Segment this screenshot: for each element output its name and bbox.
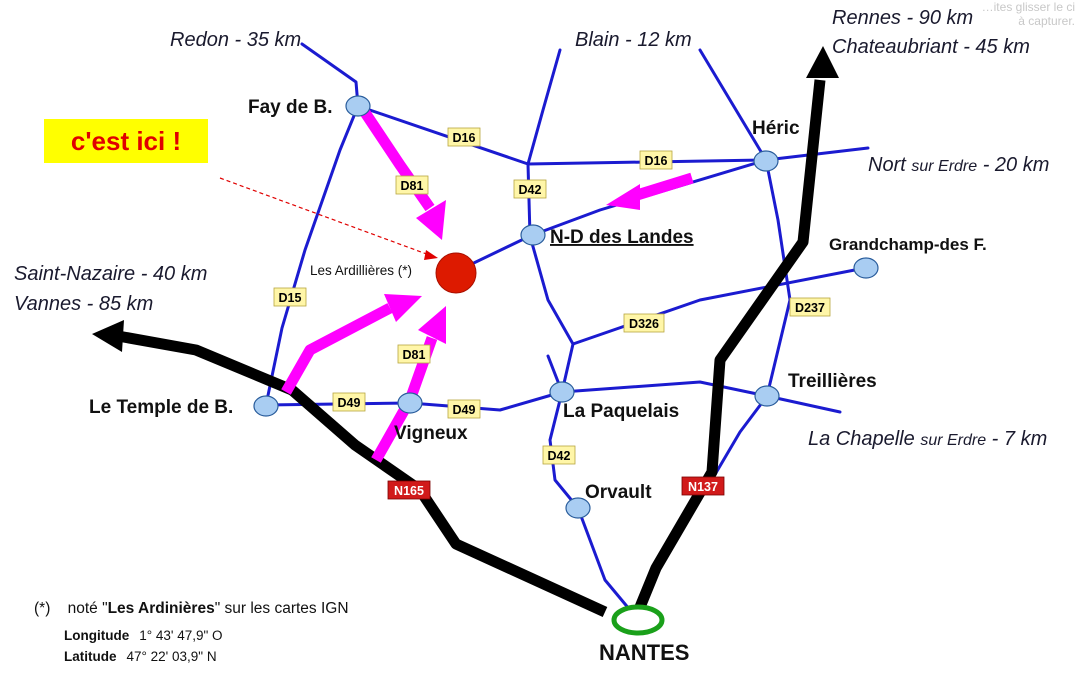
city-marker-nd-landes[interactable]: [520, 224, 546, 246]
city-markers: [253, 95, 879, 519]
latitude-row: Latitude 47° 22' 03,9" N: [64, 649, 217, 664]
latitude-value: 47° 22' 03,9" N: [126, 649, 217, 664]
destination-rennes: Rennes - 90 km: [832, 7, 973, 29]
road-label-n165: N165: [394, 484, 424, 498]
city-marker-heric[interactable]: [753, 150, 779, 172]
callout-pointer-tip: [424, 250, 438, 260]
footnote-text-b: " sur les cartes IGN: [214, 600, 349, 617]
footnote-name: Les Ardinières: [107, 600, 215, 617]
road-label-d16-west: D16: [453, 131, 476, 145]
city-marker-vigneux[interactable]: [397, 392, 423, 414]
footnote-marker: (*): [34, 600, 51, 617]
site-marker[interactable]: [435, 252, 477, 294]
town-heric: Héric: [752, 118, 800, 139]
town-nantes: NANTES: [599, 640, 690, 665]
town-temple: Le Temple de B.: [89, 397, 233, 418]
road-label-n137: N137: [688, 480, 718, 494]
watermark-line-1: …ites glisser le ci: [981, 0, 1075, 14]
road-label-d49-west: D49: [338, 396, 361, 410]
destination-blain: Blain - 12 km: [575, 29, 692, 51]
city-marker-treillieres[interactable]: [754, 385, 780, 407]
town-paquelais: La Paquelais: [563, 401, 679, 422]
town-nd-landes: N-D des Landes: [550, 227, 694, 248]
watermark-line-2: à capturer.: [1018, 14, 1075, 28]
footnote-text-a: noté ": [67, 600, 108, 617]
road-label-d326: D326: [629, 317, 659, 331]
longitude-row: Longitude 1° 43' 47,9" O: [64, 628, 223, 643]
town-vigneux: Vigneux: [394, 423, 468, 444]
here-callout: c'est ici !: [44, 119, 208, 163]
road-label-d49-east: D49: [453, 403, 476, 417]
road-label-d81-south: D81: [403, 348, 426, 362]
city-marker-orvault[interactable]: [565, 497, 591, 519]
footnote: (*) noté "Les Ardinières" sur les cartes…: [34, 600, 349, 618]
longitude-value: 1° 43' 47,9" O: [139, 628, 223, 643]
longitude-label: Longitude: [64, 628, 130, 643]
national-roads: [92, 46, 839, 618]
city-marker-paquelais[interactable]: [549, 381, 575, 403]
road-label-d237: D237: [795, 301, 825, 315]
town-grandchamp: Grandchamp-des F.: [829, 235, 987, 254]
road-label-d42-south: D42: [548, 449, 571, 463]
road-badges: D16 D16 D81 D42 D15 D326 D237 D81 D49 D4…: [273, 127, 831, 500]
latitude-label: Latitude: [64, 649, 117, 664]
destination-labels: Redon - 35 km Blain - 12 km Rennes - 90 …: [14, 7, 1049, 450]
destination-saint-nazaire: Saint-Nazaire - 40 km: [14, 263, 207, 285]
town-fay: Fay de B.: [248, 97, 332, 118]
watermark: …ites glisser le ci à capturer.: [982, 0, 1075, 28]
nantes-marker[interactable]: [611, 604, 665, 636]
road-label-d81-north: D81: [401, 179, 424, 193]
destination-vannes: Vannes - 85 km: [14, 293, 153, 315]
destination-redon: Redon - 35 km: [170, 29, 301, 51]
site-label: Les Ardillières (*): [310, 263, 412, 278]
destination-chateaubriant: Chateaubriant - 45 km: [832, 36, 1030, 58]
road-label-d16-east: D16: [645, 154, 668, 168]
callout-pointer: [219, 177, 433, 257]
destination-la-chapelle: La Chapelle sur Erdre - 7 km: [808, 428, 1047, 450]
destination-nort: Nort sur Erdre - 20 km: [868, 154, 1049, 176]
town-labels: Fay de B. Héric N-D des Landes Grandcham…: [89, 97, 987, 503]
road-label-d42-north: D42: [519, 183, 542, 197]
city-marker-grandchamp[interactable]: [853, 257, 879, 279]
city-marker-fay[interactable]: [345, 95, 371, 117]
town-orvault: Orvault: [585, 482, 652, 503]
road-label-d15: D15: [279, 291, 302, 305]
town-treillieres: Treillières: [788, 371, 877, 392]
city-marker-temple[interactable]: [253, 395, 279, 417]
